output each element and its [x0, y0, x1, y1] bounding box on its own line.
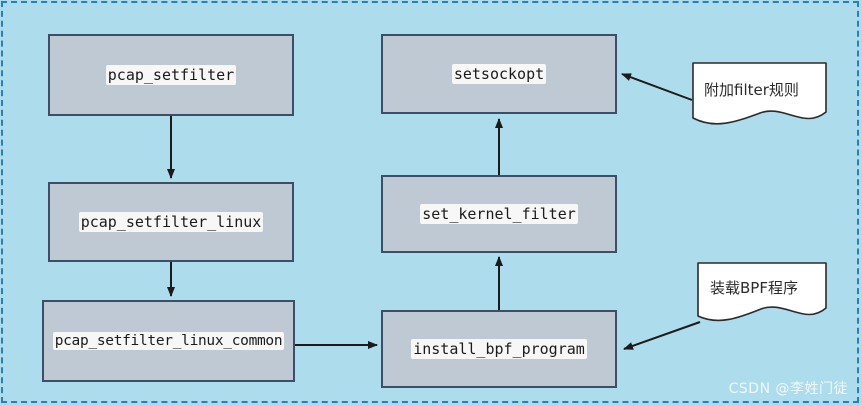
edge-note-bpf-to-install: [623, 321, 701, 350]
note-load-bpf[interactable]: [697, 262, 827, 326]
node-label: pcap_setfilter: [105, 65, 237, 85]
note-filter-rule-label: 附加filter规则: [704, 81, 799, 99]
node-pcap-setfilter-linux-common[interactable]: pcap_setfilter_linux_common: [42, 300, 295, 382]
csdn-watermark: CSDN @李姓门徒: [728, 381, 848, 397]
node-install-bpf-program[interactable]: install_bpf_program: [381, 310, 617, 388]
note-filter-rule[interactable]: [692, 62, 827, 128]
node-setsockopt[interactable]: setsockopt: [381, 34, 617, 114]
node-set-kernel-filter[interactable]: set_kernel_filter: [381, 175, 617, 253]
node-label: setsockopt: [451, 64, 547, 84]
node-label: pcap_setfilter_linux: [78, 212, 264, 232]
node-label: install_bpf_program: [411, 339, 587, 359]
edge-note-filter-to-setsockopt: [621, 73, 693, 101]
node-label: set_kernel_filter: [420, 204, 578, 224]
node-pcap-setfilter-linux[interactable]: pcap_setfilter_linux: [48, 182, 294, 262]
node-pcap-setfilter[interactable]: pcap_setfilter: [48, 34, 294, 116]
note-load-bpf-label: 装载BPF程序: [710, 279, 798, 297]
node-label: pcap_setfilter_linux_common: [52, 332, 285, 350]
